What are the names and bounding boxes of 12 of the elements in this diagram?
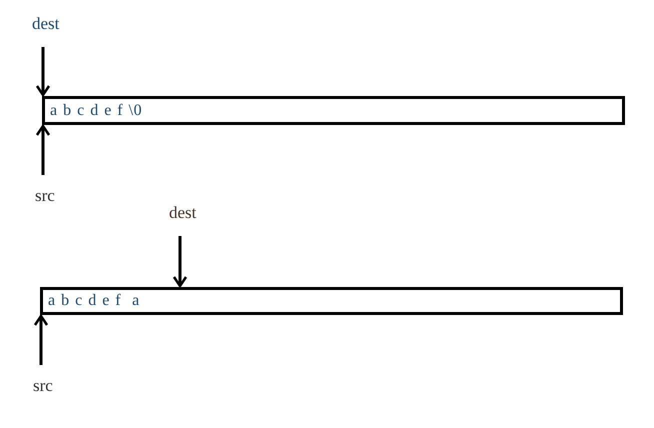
arrow [34, 314, 48, 365]
buffer-contents: a b c d e f \0 [50, 102, 142, 118]
pointer-label: dest [169, 202, 196, 224]
pointer-label: src [33, 375, 53, 396]
arrow [36, 124, 50, 175]
arrow [172, 236, 188, 288]
buffer-contents: a b c d e f a [48, 293, 140, 309]
arrow [36, 47, 50, 96]
string-buffer-box [40, 287, 623, 315]
string-buffer-box [42, 96, 625, 125]
pointer-label: dest [32, 13, 60, 34]
pointer-label: src [35, 185, 55, 206]
